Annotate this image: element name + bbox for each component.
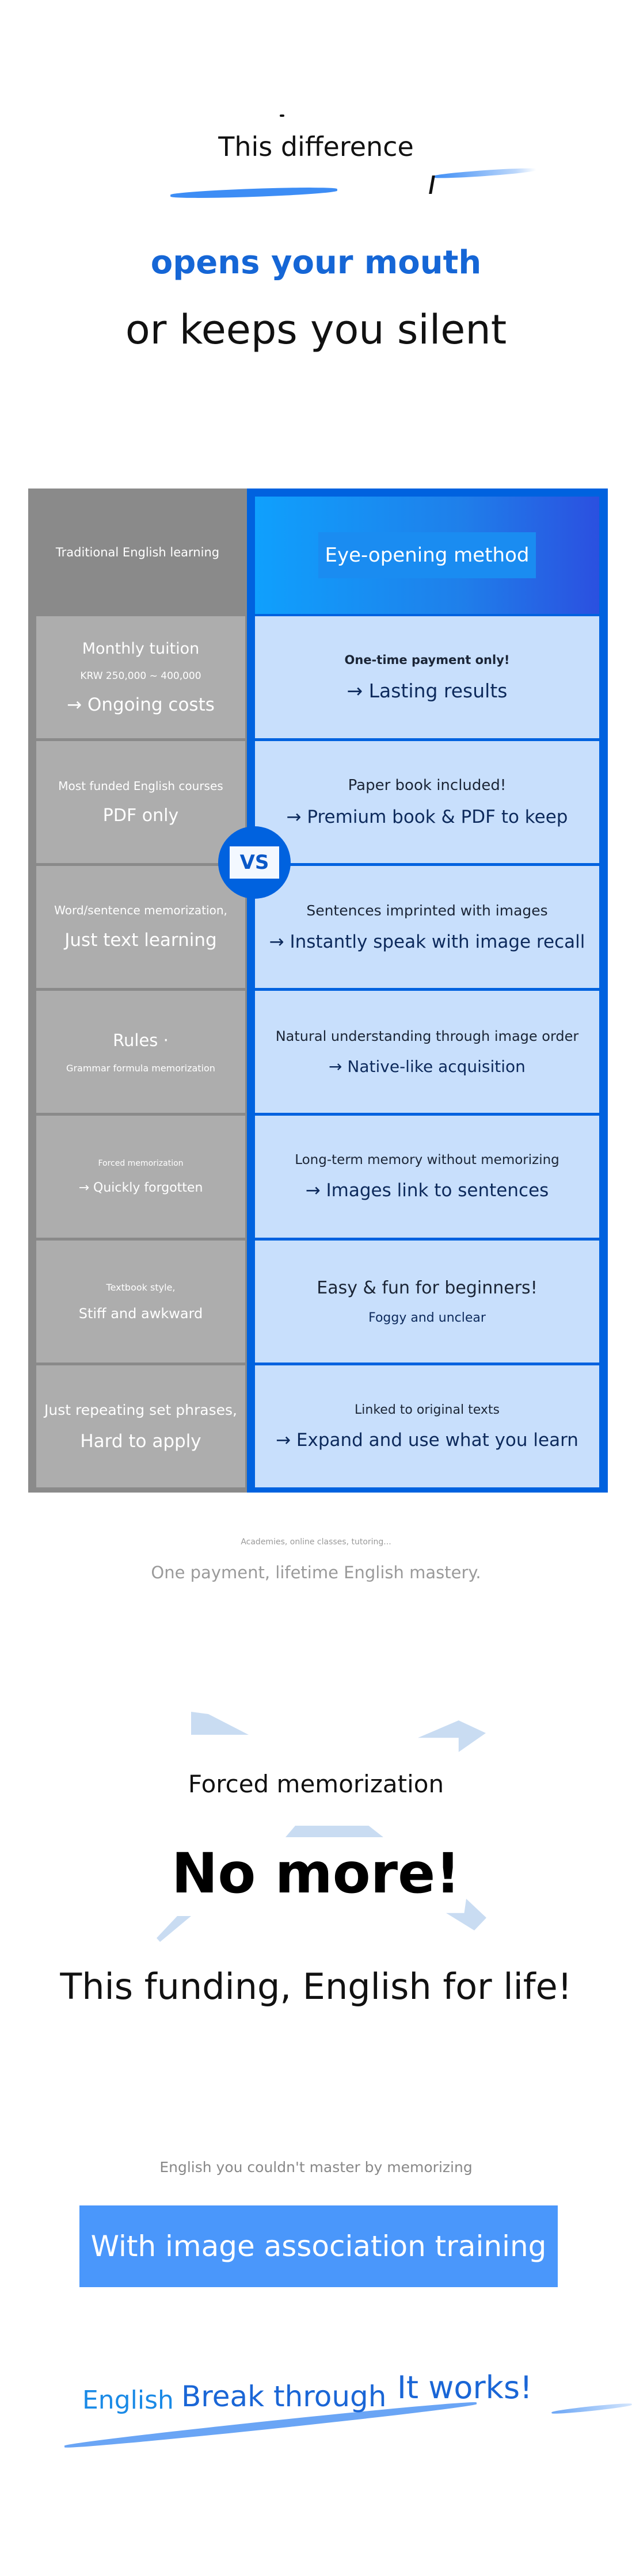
traditional-left-bottom: PDF only <box>102 805 179 826</box>
traditional-left-mid: KRW 250,000 ~ 400,000 <box>80 670 201 682</box>
decor-dash <box>280 115 284 117</box>
vs-badge: VS <box>218 826 291 899</box>
cta-intro: English you couldn't master by memorizin… <box>159 2159 473 2176</box>
method-right-bottom: → Instantly speak with image recall <box>269 931 585 952</box>
traditional-left-bottom: → Ongoing costs <box>67 694 215 715</box>
method-right-top: One-time payment only! <box>344 652 510 667</box>
method-cell: Natural understanding through image orde… <box>255 991 599 1113</box>
brush-stroke-right <box>432 166 537 180</box>
method-right-top: Linked to original texts <box>355 1402 500 1417</box>
method-right-bottom: → Native-like acquisition <box>329 1056 526 1076</box>
no-more-headline: No more! <box>172 1841 460 1906</box>
method-right-top: Natural understanding through image orde… <box>275 1028 579 1044</box>
traditional-header: Traditional English learning <box>55 545 220 559</box>
brush-decor <box>157 1916 191 1942</box>
traditional-left-top: Monthly tuition <box>82 639 200 658</box>
brush-decor <box>418 1720 486 1752</box>
method-cell: Long-term memory without memorizing → Ima… <box>255 1116 599 1238</box>
forced-memorization-label: Forced memorization <box>188 1770 444 1798</box>
traditional-left-top: Textbook style, <box>106 1281 176 1293</box>
comparison-table: Traditional English learning Eye-opening… <box>28 489 608 1493</box>
method-right-bottom: → Images link to sentences <box>305 1180 549 1201</box>
decor-tick <box>429 175 435 194</box>
brush-stroke-left <box>170 185 338 200</box>
funding-tagline: This funding, English for life! <box>60 1966 572 2008</box>
traditional-left-top: Word/sentence memorization, <box>54 903 227 917</box>
method-cell: One-time payment only! → Lasting results <box>255 616 599 738</box>
finale-it-works: It works! <box>397 2369 532 2406</box>
finale-english: English <box>82 2386 174 2415</box>
method-right-bottom: → Premium book & PDF to keep <box>286 807 568 827</box>
brush-decor <box>191 1712 249 1735</box>
brush-stroke-right <box>551 2402 632 2415</box>
method-right-top: Paper book included! <box>348 777 507 794</box>
method-right-bottom: → Expand and use what you learn <box>276 1429 578 1451</box>
footnote-big: One payment, lifetime English mastery. <box>151 1563 481 1582</box>
traditional-left-bottom: Stiff and awkward <box>78 1305 203 1322</box>
traditional-left-top: Forced memorization <box>98 1158 184 1168</box>
method-right-bottom: → Lasting results <box>347 679 508 702</box>
traditional-left-bottom: Just text learning <box>64 930 217 951</box>
method-cell: Linked to original texts → Expand and use… <box>255 1365 599 1487</box>
traditional-left-top: Just repeating set phrases, <box>44 1401 237 1418</box>
traditional-cell: Just repeating set phrases, Hard to apply <box>36 1365 245 1487</box>
brush-decor <box>285 1826 383 1837</box>
method-cell: Sentences imprinted with images → Instant… <box>255 866 599 988</box>
method-right-bottom: Foggy and unclear <box>368 1311 486 1325</box>
traditional-left-bottom: Hard to apply <box>80 1430 201 1452</box>
finale-break-through: Break through <box>181 2380 387 2413</box>
hero-subtitle: or keeps you silent <box>125 306 507 353</box>
traditional-left-bottom: Grammar formula memorization <box>66 1062 215 1074</box>
traditional-left-bottom: → Quickly forgotten <box>78 1180 203 1195</box>
image-training-button[interactable]: With image association training <box>79 2205 558 2287</box>
traditional-left-top: Rules · <box>113 1030 169 1050</box>
method-cell: Easy & fun for beginners! Foggy and uncle… <box>255 1241 599 1363</box>
hero-title: This difference <box>218 131 414 162</box>
traditional-cell: Rules · Grammar formula memorization <box>36 991 245 1113</box>
method-header: Eye-opening method <box>255 497 599 614</box>
method-cell: Paper book included! → Premium book & PDF… <box>255 741 599 863</box>
vs-label: VS <box>229 846 280 879</box>
traditional-cell: Forced memorization → Quickly forgotten <box>36 1116 245 1238</box>
traditional-left-top: Most funded English courses <box>58 778 223 793</box>
footnote-small: Academies, online classes, tutoring... <box>241 1537 391 1547</box>
method-right-top: Sentences imprinted with images <box>306 902 548 919</box>
hero-highlight: opens your mouth <box>150 244 482 281</box>
method-right-top: Long-term memory without memorizing <box>295 1152 559 1167</box>
traditional-cell: Word/sentence memorization, Just text lea… <box>36 866 245 988</box>
method-header-label: Eye-opening method <box>318 532 536 578</box>
traditional-cell: Textbook style, Stiff and awkward <box>36 1241 245 1363</box>
method-right-top: Easy & fun for beginners! <box>317 1278 538 1298</box>
